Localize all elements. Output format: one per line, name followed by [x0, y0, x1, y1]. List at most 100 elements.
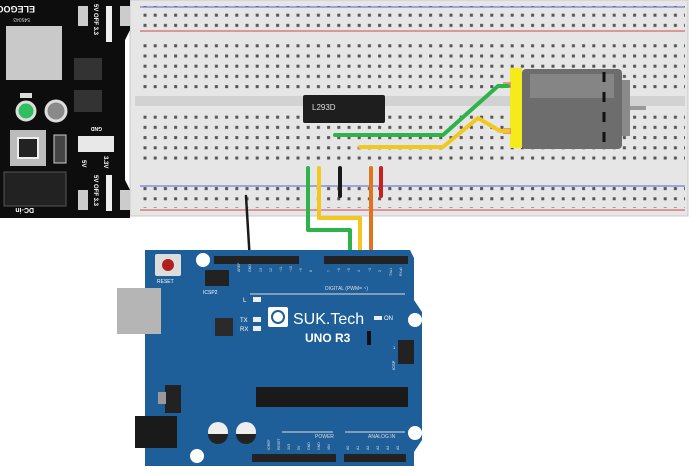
arduino-uno-board: RESET ICSP2 AREF GND 13 12 ~11 ~10 ~9 8 …	[117, 250, 422, 466]
reset-label: RESET	[157, 279, 174, 285]
led-resistor	[20, 93, 32, 98]
brand-label: ELEGOO	[0, 4, 35, 14]
power-pin-labels: IOREF RESET 3V3 5V GND GND VIN A0 A1 A2 …	[267, 437, 400, 450]
digital-label: DIGITAL (PWM= ~)	[325, 286, 368, 292]
power-supply-module: ELEGOO 545043 DC-in GND 5V 3.3V 5V OFF 3…	[0, 0, 130, 218]
usb-b-port[interactable]	[117, 288, 161, 334]
led-on	[374, 316, 382, 320]
pin-label: RESET	[277, 437, 281, 450]
pin-label: A5	[396, 446, 400, 450]
icsp-pin1-label: 1	[393, 345, 396, 350]
power-header[interactable]	[252, 454, 336, 462]
dc-in-label: DC-in	[15, 206, 34, 213]
pin-label: 3V3	[287, 444, 291, 450]
power-label: POWER	[315, 434, 334, 440]
pin-label: 4	[357, 270, 361, 272]
power-led	[15, 100, 37, 122]
icsp2-label: ICSP2	[203, 290, 218, 296]
regulator-tab	[158, 392, 166, 404]
digital-pin-labels: AREF GND 13 12 ~11 ~10 ~9 8 7 ~6 ~5 4 ~3…	[237, 263, 403, 276]
led-on-label: ON	[384, 316, 393, 322]
analog-label: ANALOG IN	[368, 434, 396, 440]
brand-label: SUK.Tech	[293, 311, 364, 328]
led-tx-label: TX	[240, 318, 248, 324]
pin-label: ~9	[299, 268, 303, 272]
rail-pins-bottom-left	[78, 190, 88, 210]
pin-label: 2	[378, 270, 382, 272]
power-button[interactable]	[44, 99, 68, 123]
dc-motor[interactable]	[503, 68, 646, 149]
center-channel	[135, 96, 685, 106]
digital-header-low[interactable]	[324, 256, 408, 264]
jumper-bottom[interactable]	[106, 175, 112, 211]
model-label: 545043	[13, 16, 30, 22]
pin-label: A1	[356, 446, 360, 450]
pin-label: ~6	[337, 268, 341, 272]
pin-label: A0	[346, 446, 350, 450]
3v3-label: 3.3V	[102, 156, 108, 168]
voltage-regulator	[165, 385, 181, 413]
motor-end-cap	[510, 68, 522, 148]
capacitor-band	[236, 434, 256, 444]
wire-yellow-motor[interactable]	[358, 116, 510, 149]
pin-label: 8	[309, 270, 313, 272]
icsp-label: ICSP	[391, 360, 396, 370]
regulator-5v	[74, 58, 102, 80]
logo-box	[268, 307, 288, 327]
usb-chip	[215, 318, 233, 336]
icsp2-header	[205, 270, 229, 286]
mount-hole	[408, 313, 422, 327]
reset-button-cap[interactable]	[162, 259, 174, 271]
regulator-3v3	[74, 90, 102, 112]
wire-green-motor[interactable]	[333, 84, 510, 137]
crystal-chip	[367, 331, 371, 345]
analog-header[interactable]	[344, 454, 406, 462]
dc-jack[interactable]	[3, 171, 67, 207]
jumper-top[interactable]	[106, 6, 112, 42]
mount-hole	[196, 253, 210, 267]
wire-green-arduino[interactable]	[306, 166, 352, 264]
pin-label: 7	[327, 270, 331, 272]
motor-back-cap	[622, 80, 630, 136]
icsp-header	[398, 340, 414, 364]
output-header[interactable]	[78, 136, 114, 152]
logo-ring-icon	[271, 310, 285, 324]
chip-label: L293D	[312, 103, 336, 112]
switch-button[interactable]	[17, 137, 39, 159]
wire-yellow-arduino[interactable]	[317, 166, 362, 264]
pin-label: 12	[269, 268, 273, 272]
motor-shaft	[630, 106, 646, 110]
jumper-top-label: 5V OFF 3.3	[92, 4, 98, 36]
pin-label: ~11	[279, 266, 283, 272]
fuse	[53, 134, 67, 164]
gnd-label: GND	[91, 125, 103, 131]
top-power-rail	[140, 6, 685, 28]
pin-label: 13	[259, 268, 263, 272]
usb-port[interactable]	[6, 26, 62, 80]
pin-label: GND	[317, 442, 321, 450]
led-l	[253, 297, 261, 302]
5v-label: 5V	[80, 160, 86, 167]
barrel-jack[interactable]	[135, 416, 177, 448]
model-label: UNO R3	[305, 331, 351, 345]
pin-label: RX◂0	[399, 267, 403, 276]
pin-label: ~10	[289, 266, 293, 272]
pin-label: VIN	[327, 444, 331, 450]
pin-label: GND	[248, 264, 252, 272]
pin-label: A2	[366, 446, 370, 450]
l293d-chip: L293D	[303, 95, 385, 123]
bottom-power-rail	[140, 186, 685, 208]
pin-label: 5V	[297, 445, 301, 450]
rail-pins-bottom-right	[120, 190, 130, 210]
pin-label: A4	[386, 446, 390, 450]
led-rx-label: RX	[240, 327, 248, 333]
pin-label: AREF	[237, 263, 241, 272]
pin-label: IOREF	[267, 439, 271, 450]
capacitor-band	[208, 434, 228, 444]
pin-label: GND	[307, 442, 311, 450]
rail-pins-top-left	[78, 6, 88, 26]
led-l-label: L	[243, 298, 247, 304]
led-rx	[253, 326, 261, 331]
motor-highlight	[530, 74, 614, 98]
digital-header-high[interactable]	[214, 256, 299, 264]
